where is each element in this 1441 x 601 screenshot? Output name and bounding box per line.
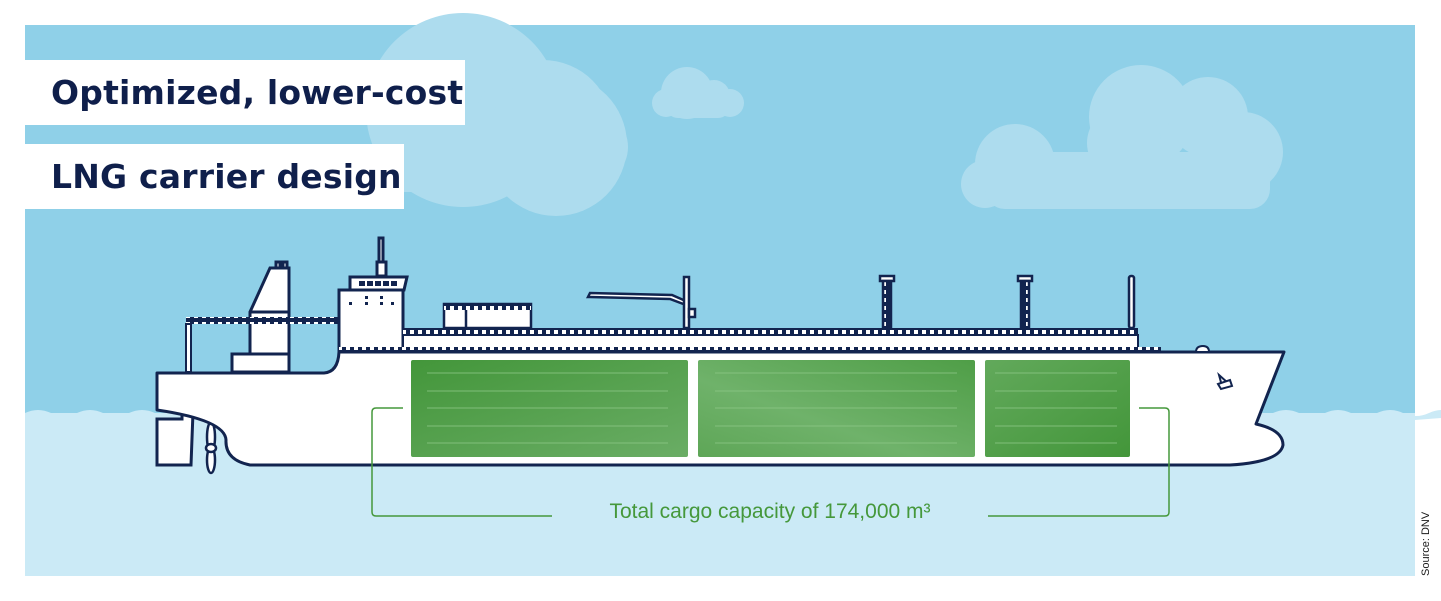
- mast-2: [1016, 274, 1034, 330]
- cloud-small: [652, 67, 744, 119]
- trunk-deck: [339, 328, 1161, 353]
- bow-hatch: [1194, 344, 1211, 353]
- cargo-tank-2: [698, 360, 975, 457]
- anchor-icon: [1216, 372, 1234, 391]
- title-line-2-text: LNG carrier design: [51, 157, 402, 196]
- cargo-tank-1: [411, 360, 688, 457]
- capacity-bracket: [371, 407, 1170, 517]
- source-credit: Source: DNV: [1420, 511, 1432, 576]
- title-line-1: Optimized, lower-cost: [25, 60, 465, 125]
- title-line-1-text: Optimized, lower-cost: [51, 73, 464, 112]
- cargo-tank-3: [985, 360, 1130, 457]
- bridge-windows: [349, 281, 397, 305]
- rudder: [155, 410, 195, 467]
- mast-3: [1127, 274, 1136, 330]
- title-line-2: LNG carrier design: [25, 144, 404, 209]
- cargo-capacity-caption: Total cargo capacity of 174,000 m³: [609, 500, 931, 523]
- cloud-right: [961, 65, 1283, 209]
- mast-1: [878, 274, 896, 330]
- crane: [585, 275, 697, 330]
- propeller: [204, 420, 218, 475]
